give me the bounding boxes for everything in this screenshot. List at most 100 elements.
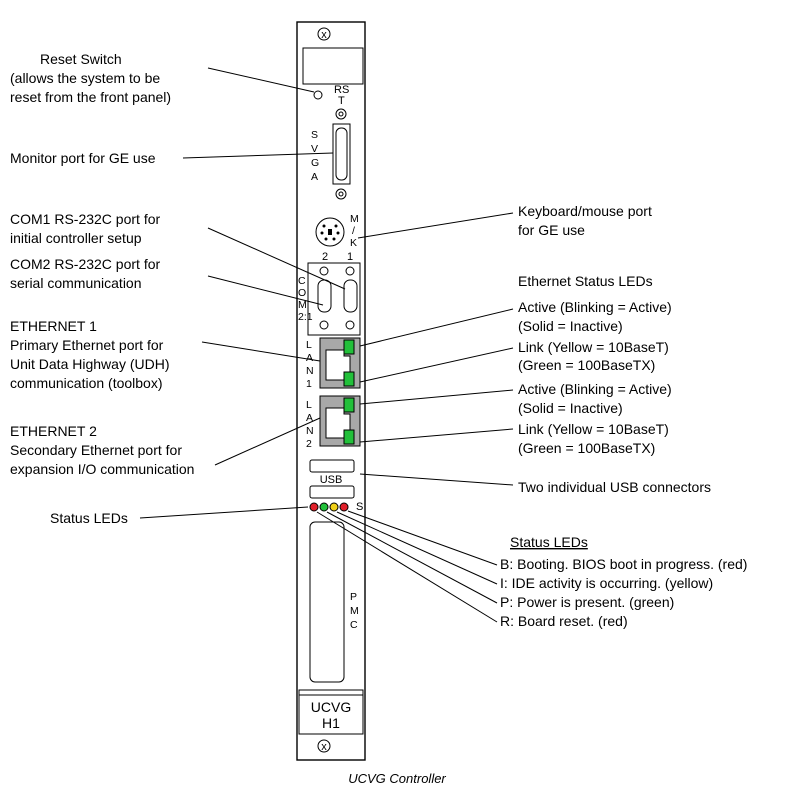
usb-leader: [359, 473, 514, 486]
label-line: initial controller setup: [10, 230, 142, 246]
label-line: ETHERNET 1: [10, 318, 97, 334]
label-line: Keyboard/mouse port: [518, 203, 652, 219]
controller-front-panel: x RS T S V G A: [296, 21, 366, 761]
svga-letters: S V G A: [311, 129, 319, 183]
mk-letter: /: [352, 225, 355, 237]
lan2-port: L A N 2: [306, 395, 361, 450]
reset-label: Reset Switch (allows the system to be re…: [10, 51, 171, 105]
status-item: I: IDE activity is occurring. (yellow): [500, 575, 713, 591]
usb-connectors: USB: [309, 459, 355, 499]
status-leds-label: Status LEDs: [50, 510, 128, 526]
svga-connector: [332, 108, 351, 200]
top-screw-glyph: x: [321, 29, 327, 41]
rs-letter: T: [338, 95, 345, 107]
rs-label: RS: [334, 84, 349, 96]
label-line: (Green = 100BaseTX): [518, 357, 655, 373]
status-p-leader: [326, 511, 498, 604]
label-line: (Solid = Inactive): [518, 400, 623, 416]
svga-letter: V: [311, 143, 318, 155]
com-letter: O: [298, 287, 306, 299]
id-line2: H1: [322, 715, 340, 731]
label-line: communication (toolbox): [10, 375, 163, 391]
label-line: (allows the system to be: [10, 70, 160, 86]
mk-letter: M: [350, 213, 359, 225]
active1-leader: [359, 308, 514, 347]
id-plate: UCVG H1: [298, 689, 364, 735]
top-screw: x: [317, 27, 331, 41]
lan2-letter: L: [306, 399, 312, 411]
label-line: (Green = 100BaseTX): [518, 440, 655, 456]
label-line: Reset Switch: [40, 51, 122, 67]
pmc-letter: M: [350, 605, 359, 617]
keyboard-label: Keyboard/mouse port for GE use: [518, 203, 652, 238]
com1-label: COM1 RS-232C port for initial controller…: [10, 211, 160, 246]
figure-caption: UCVG Controller: [348, 771, 446, 786]
com-letter: 2:1: [298, 311, 313, 323]
status-r-leader: [316, 511, 498, 623]
com-number: 2: [322, 251, 328, 263]
eth2-leader: [214, 417, 321, 466]
leader-lines: [139, 67, 514, 623]
label-line: COM2 RS-232C port for: [10, 256, 160, 272]
lan1-letter: A: [306, 352, 313, 364]
com2-label: COM2 RS-232C port for serial communicati…: [10, 256, 160, 291]
keyboard-leader: [357, 212, 514, 239]
label-line: Link (Yellow = 10BaseT): [518, 421, 669, 437]
top-ejector-block: [302, 47, 364, 85]
lan1-letter: 1: [306, 378, 312, 390]
lan1-port: L A N 1: [306, 337, 361, 390]
label-line: serial communication: [10, 275, 142, 291]
lan1-link-led: [343, 371, 355, 387]
status-led-i: [329, 502, 339, 512]
active2-leader: [359, 389, 514, 405]
mk-letter: K: [350, 237, 357, 249]
label-line: Unit Data Highway (UDH): [10, 356, 169, 372]
active1-label: Active (Blinking = Active) (Solid = Inac…: [518, 299, 672, 334]
com-letter: C: [298, 275, 306, 287]
link2-label: Link (Yellow = 10BaseT) (Green = 100Base…: [518, 421, 669, 456]
status-leds-title: Status LEDs: [510, 534, 588, 550]
lan2-active-led: [343, 397, 355, 413]
status-b-leader: [347, 510, 498, 566]
id-line1: UCVG: [311, 699, 351, 715]
status-items: B: Booting. BIOS boot in progress. (red)…: [500, 556, 747, 629]
status-item: R: Board reset. (red): [500, 613, 628, 629]
monitor-label: Monitor port for GE use: [10, 150, 156, 166]
status-led-b: [339, 502, 349, 512]
link1-label: Link (Yellow = 10BaseT) (Green = 100Base…: [518, 339, 669, 373]
link1-leader: [359, 347, 514, 383]
status-leader: [139, 506, 309, 519]
label-line: ETHERNET 2: [10, 423, 97, 439]
status-s-label: S: [356, 501, 363, 513]
ethernet-status-title: Ethernet Status LEDs: [518, 273, 653, 289]
label-line: Primary Ethernet port for: [10, 337, 164, 353]
label-line: expansion I/O communication: [10, 461, 194, 477]
monitor-leader: [182, 152, 334, 159]
panel-frame: [296, 21, 366, 761]
status-item: B: Booting. BIOS boot in progress. (red): [500, 556, 747, 572]
svga-letter: A: [311, 171, 318, 183]
label-line: for GE use: [518, 222, 585, 238]
status-i-leader: [336, 511, 498, 585]
right-labels: Keyboard/mouse port for GE use Ethernet …: [500, 203, 747, 629]
status-item: P: Power is present. (green): [500, 594, 674, 610]
com-number: 1: [347, 251, 353, 263]
label-line: Active (Blinking = Active): [518, 299, 672, 315]
left-labels: Reset Switch (allows the system to be re…: [10, 51, 194, 526]
svga-letter: G: [311, 157, 319, 169]
reset-switch: [313, 90, 323, 100]
com1-leader: [207, 227, 346, 290]
bottom-screw-glyph: x: [321, 741, 327, 753]
status-leds: S: [309, 501, 363, 513]
svga-letter: S: [311, 129, 318, 141]
com2-leader: [207, 275, 324, 306]
eth1-leader: [201, 341, 321, 362]
lan2-letter: 2: [306, 438, 312, 450]
com-connector-block: 2 1 C O M 2:1: [298, 251, 361, 336]
status-led-p: [319, 502, 329, 512]
lan2-letter: A: [306, 412, 313, 424]
status-led-r: [309, 502, 319, 512]
usb-label: USB: [320, 474, 343, 486]
active2-label: Active (Blinking = Active) (Solid = Inac…: [518, 381, 672, 416]
